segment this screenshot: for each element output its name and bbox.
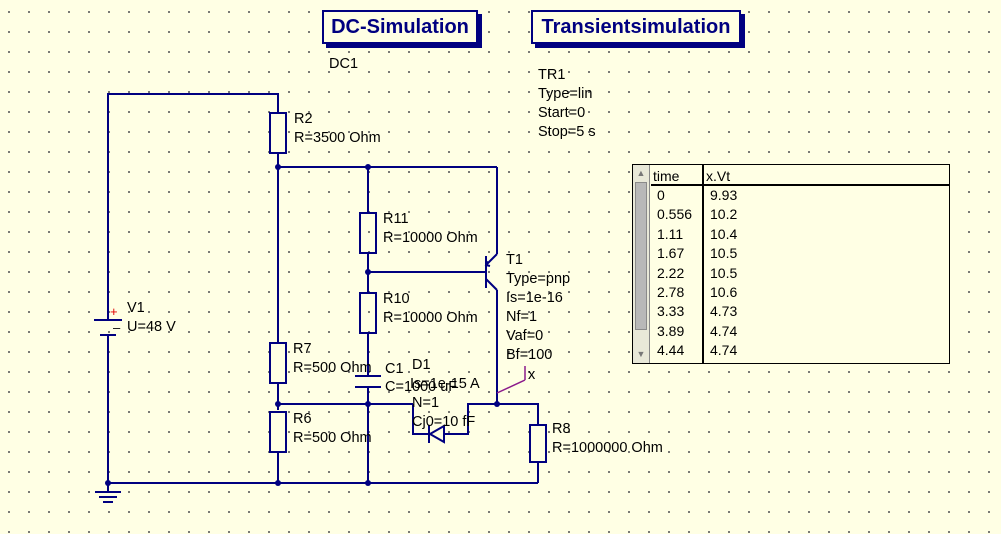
v1-param: U=48 V <box>127 319 176 335</box>
vt-cell: 4.74 <box>710 322 738 339</box>
scroll-down-icon[interactable]: ▼ <box>636 349 646 359</box>
transient-simulation-name: TR1 <box>538 67 565 83</box>
r2-label: R2 <box>294 111 313 127</box>
vt-cell: 4.73 <box>710 303 738 320</box>
d1-param: Cj0=10 fF <box>412 414 475 430</box>
r6-label: R6 <box>293 411 312 427</box>
t1-param: Is=1e-16 <box>506 290 563 306</box>
voltage-probe[interactable] <box>496 366 526 394</box>
t1-param: Vaf=0 <box>506 328 543 344</box>
transient-param: Stop=5 s <box>538 124 596 140</box>
wires <box>107 93 539 484</box>
capacitor-c1[interactable] <box>355 375 381 388</box>
resistor-r7[interactable] <box>269 342 287 384</box>
vt-cell: 4.74 <box>710 342 738 359</box>
resistor-r8[interactable] <box>529 424 547 463</box>
transient-param: Type=lin <box>538 86 592 102</box>
time-cell: 0 <box>657 187 665 203</box>
vt-header: x.Vt <box>704 165 949 186</box>
time-cell: 1.67 <box>657 245 685 262</box>
time-cell: 3.89 <box>657 322 685 339</box>
time-column: time 0 0.556 1.11 1.67 2.22 2.78 3.33 3.… <box>651 165 704 363</box>
t1-label: T1 <box>506 252 523 268</box>
r10-param: R=10000 Ohm <box>383 310 478 326</box>
r6-param: R=500 Ohm <box>293 430 372 446</box>
r7-param: R=500 Ohm <box>293 360 372 376</box>
time-cell: 4.44 <box>657 342 685 359</box>
t1-param: Type=pnp <box>506 271 570 287</box>
c1-label: C1 <box>385 361 404 377</box>
vt-cell: 10.6 <box>710 283 738 300</box>
t1-param: Bf=100 <box>506 347 552 363</box>
r7-label: R7 <box>293 341 312 357</box>
resistor-r10[interactable] <box>359 292 377 334</box>
vt-cell: 10.2 <box>710 206 738 223</box>
scroll-up-icon[interactable]: ▲ <box>636 168 646 178</box>
v1-label: V1 <box>127 300 145 316</box>
time-cell: 2.22 <box>657 264 685 281</box>
r11-label: R11 <box>383 211 409 227</box>
vt-cell: 10.5 <box>710 245 738 262</box>
transient-simulation-block[interactable]: Transientsimulation <box>531 10 741 44</box>
dc-simulation-title: DC-Simulation <box>331 15 469 38</box>
time-cell: 0.556 <box>657 206 693 223</box>
r8-label: R8 <box>552 421 571 437</box>
time-header: time <box>651 165 702 186</box>
transistor-t1[interactable] <box>475 244 498 298</box>
r2-param: R=3500 Ohm <box>294 130 381 146</box>
transient-simulation-title: Transientsimulation <box>541 15 731 38</box>
voltage-source-v1[interactable]: + – <box>94 304 122 336</box>
c1-param: C=1000 uF <box>385 379 457 395</box>
svg-text:–: – <box>113 320 121 335</box>
junction-dots <box>105 164 500 486</box>
d1-param: Is=1e-15 A <box>410 376 480 392</box>
ground-symbol[interactable] <box>95 483 121 503</box>
dc-simulation-name: DC1 <box>329 56 358 72</box>
transient-param: Start=0 <box>538 105 585 121</box>
d1-label: D1 <box>412 357 431 373</box>
t1-param: Nf=1 <box>506 309 537 325</box>
r11-param: R=10000 Ohm <box>383 230 478 246</box>
dc-simulation-block[interactable]: DC-Simulation <box>322 10 478 44</box>
resistor-r2[interactable] <box>269 112 287 154</box>
d1-param: N=1 <box>412 395 439 411</box>
table-scrollbar[interactable]: ▲ ▼ <box>633 165 650 363</box>
r8-param: R=1000000 Ohm <box>552 440 663 456</box>
time-cell: 2.78 <box>657 283 685 300</box>
results-table[interactable]: ▲ ▼ time 0 0.556 1.11 1.67 2.22 2.78 3.3… <box>632 164 950 364</box>
vt-cell: 10.5 <box>710 264 738 281</box>
vt-column: x.Vt 9.93 10.2 10.4 10.5 10.5 10.6 4.73 … <box>704 165 949 363</box>
time-cell: 1.11 <box>657 225 684 242</box>
resistor-r11[interactable] <box>359 212 377 254</box>
diode-d1[interactable] <box>427 424 445 444</box>
resistor-r6[interactable] <box>269 411 287 453</box>
time-cell: 3.33 <box>657 303 685 320</box>
vt-cell: 10.4 <box>710 225 738 242</box>
probe-label: x <box>528 367 536 383</box>
scroll-thumb[interactable] <box>635 182 647 330</box>
svg-text:+: + <box>110 304 118 319</box>
r10-label: R10 <box>383 291 410 307</box>
vt-cell: 9.93 <box>710 187 738 203</box>
